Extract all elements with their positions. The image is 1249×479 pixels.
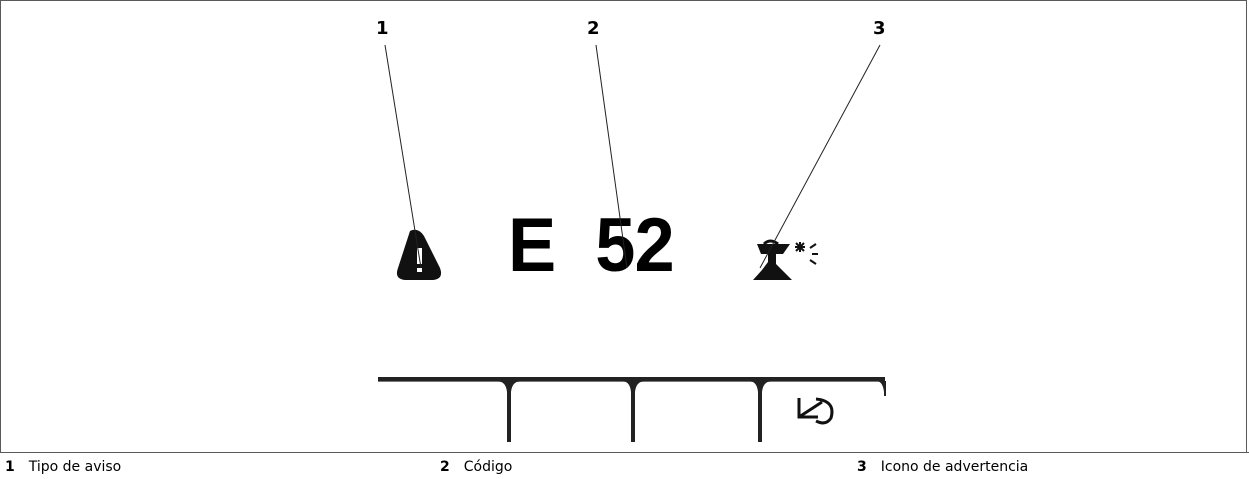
return-arrow-icon (797, 397, 834, 425)
error-code: E 52 (508, 203, 675, 288)
legend-item-2: 2 Código (440, 457, 512, 477)
softkey-bar (378, 377, 886, 442)
callout-number-1: 1 (376, 18, 389, 39)
figure-frame (0, 0, 1247, 453)
legend-item-1: 1 Tipo de aviso (5, 457, 121, 477)
legend-label-1: Tipo de aviso (28, 459, 122, 475)
callout-number-3: 3 (873, 18, 886, 39)
leader-line-2 (595, 44, 628, 269)
sensor-warning-icon (753, 239, 818, 280)
figure-divider (0, 452, 1249, 453)
legend-item-3: 3 Icono de advertencia (857, 457, 1028, 477)
legend-number-2: 2 (440, 459, 450, 475)
legend-label-3: Icono de advertencia (880, 459, 1029, 475)
error-code-number: 52 (595, 203, 674, 288)
leader-line-3 (759, 44, 881, 269)
callout-number-2: 2 (587, 18, 600, 39)
leader-line-1 (384, 44, 422, 269)
legend-number-1: 1 (5, 459, 15, 475)
legend-number-3: 3 (857, 459, 867, 475)
legend-label-2: Código (463, 459, 513, 475)
error-code-letter: E (508, 203, 556, 288)
